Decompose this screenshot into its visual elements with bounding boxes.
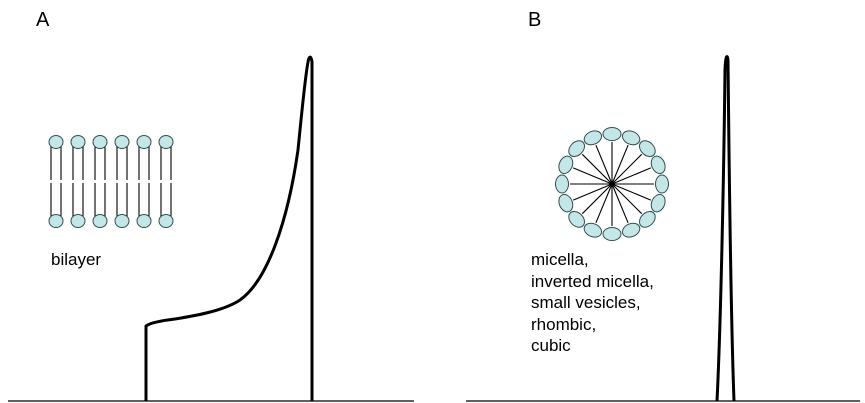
- lipid-headgroup: [48, 214, 64, 228]
- lipid-headgroup: [70, 135, 86, 149]
- micelle-tail: [611, 153, 643, 185]
- micelle-tail: [572, 183, 613, 201]
- lipid-headgroup: [136, 214, 152, 228]
- caption-line: micella,: [531, 250, 589, 269]
- micelle-headgroup: [568, 140, 585, 157]
- micelle-tail: [611, 183, 643, 215]
- micelle-headgroup: [639, 140, 656, 157]
- micelle-tail: [611, 144, 629, 185]
- panel-b-label: B: [528, 9, 542, 31]
- micelle-headgroup: [583, 130, 603, 146]
- micelle-headgroup: [602, 127, 622, 141]
- panel-b-spectrum: [715, 55, 736, 402]
- micelle-headgroup: [621, 130, 641, 146]
- lipid-headgroup: [92, 214, 108, 228]
- micelle-headgroup: [558, 193, 574, 213]
- micelle-headgroup: [555, 174, 569, 194]
- micelle-headgroup: [621, 222, 641, 238]
- micelle-tail: [581, 153, 613, 185]
- micelle-icon: [555, 127, 669, 241]
- lipid-headgroup: [114, 135, 130, 149]
- lipid-headgroup: [158, 135, 174, 149]
- caption-line: rhombic,: [531, 314, 597, 334]
- micelle-headgroup: [650, 155, 666, 175]
- micelle-tail: [595, 183, 613, 224]
- lipid-headgroup: [136, 135, 152, 149]
- lipid-headgroup: [48, 135, 64, 149]
- micelle-headgroup: [558, 155, 574, 175]
- micelle-tail: [595, 144, 613, 185]
- micelle-headgroup: [583, 222, 603, 238]
- caption-line: cubic: [531, 336, 571, 355]
- lipid-headgroup: [114, 214, 130, 228]
- lipid-headgroup: [158, 214, 174, 228]
- micelle-headgroup: [639, 211, 656, 228]
- micelle-tail: [572, 167, 613, 185]
- micelle-tail: [611, 167, 652, 185]
- micelle-headgroup: [650, 193, 666, 213]
- micelle-tail: [611, 183, 652, 201]
- panel-b-caption: micella, inverted micella, small vesicle…: [531, 249, 654, 357]
- micelle-headgroup: [655, 174, 669, 194]
- lipid-headgroup: [70, 214, 86, 228]
- micelle-tail: [581, 183, 613, 215]
- panel-a-label: A: [36, 9, 50, 31]
- panel-a-caption: bilayer: [51, 250, 102, 269]
- lipid-headgroup: [92, 135, 108, 149]
- lipid-bilayer-icon: [48, 135, 174, 228]
- caption-line: small vesicles,: [531, 293, 641, 312]
- micelle-tail: [611, 183, 629, 224]
- caption-line: inverted micella,: [531, 271, 654, 291]
- panel-a-spectrum: [144, 55, 314, 401]
- micelle-headgroup: [568, 211, 585, 228]
- micelle-headgroup: [602, 227, 622, 241]
